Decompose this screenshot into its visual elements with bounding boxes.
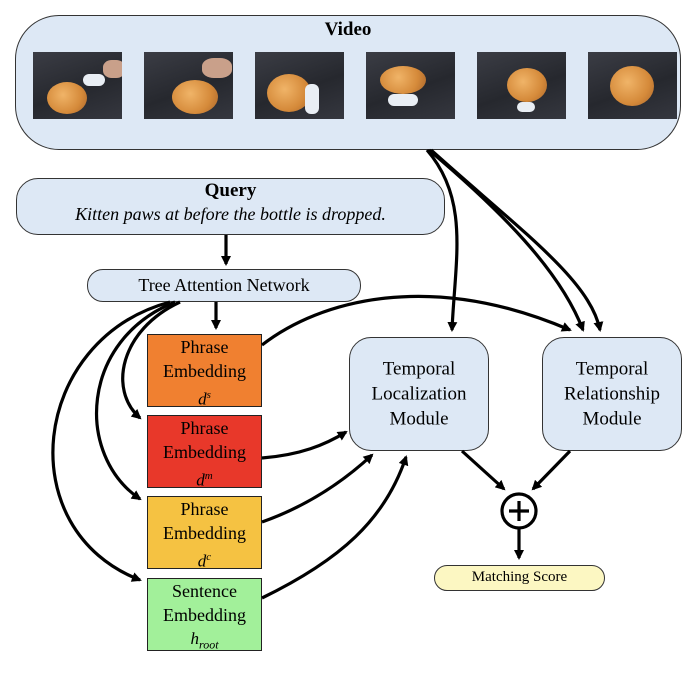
arrow-localization-to-combine bbox=[460, 449, 506, 491]
arrow-video-to-relationship-b bbox=[429, 148, 604, 332]
module-label: Temporal bbox=[382, 358, 456, 380]
arrow-hroot-to-localization bbox=[261, 455, 409, 600]
arrow-tree-to-hroot bbox=[51, 300, 171, 582]
embedding-variable: ds bbox=[198, 389, 211, 409]
video-frame-5 bbox=[477, 52, 566, 119]
embedding-label: Embedding bbox=[163, 605, 246, 625]
module-label: Relationship bbox=[563, 383, 661, 405]
embedding-label: Phrase bbox=[180, 337, 229, 357]
arrow-dc-to-localization bbox=[261, 453, 374, 524]
embedding-label: Embedding bbox=[163, 523, 246, 543]
module-label: Localization bbox=[371, 383, 467, 405]
embedding-label: Embedding bbox=[163, 361, 246, 381]
embedding-label: Embedding bbox=[163, 442, 246, 462]
video-frame-1 bbox=[33, 52, 122, 119]
query-text: Kitten paws at before the bottle is drop… bbox=[75, 204, 386, 224]
video-title: Video bbox=[324, 19, 372, 40]
video-frame-6 bbox=[588, 52, 677, 119]
video-frame-4 bbox=[366, 52, 455, 119]
module-label: Module bbox=[389, 408, 449, 430]
arrow-tree-to-relationship bbox=[261, 294, 572, 347]
video-panel: Video bbox=[15, 15, 681, 150]
matching-score: Matching Score bbox=[434, 565, 605, 591]
phrase-embedding-s: Phrase Embedding ds bbox=[147, 334, 262, 409]
embedding-label: Phrase bbox=[180, 418, 229, 438]
embedding-variable: dc bbox=[197, 551, 212, 571]
module-label: Module bbox=[582, 408, 642, 430]
arrow-tree-to-dc bbox=[94, 300, 176, 501]
temporal-relationship-module: Temporal Relationship Module bbox=[542, 337, 682, 451]
combine-node bbox=[500, 492, 538, 530]
embedding-label: Phrase bbox=[180, 499, 229, 519]
video-frame-3 bbox=[255, 52, 344, 119]
module-label: Temporal bbox=[575, 358, 649, 380]
arrow-dm-to-localization bbox=[261, 430, 348, 460]
arrow-video-to-localization bbox=[425, 148, 459, 332]
phrase-embedding-m: Phrase Embedding dm bbox=[147, 415, 262, 490]
video-frame-2 bbox=[144, 52, 233, 119]
arrow-tree-to-dm bbox=[121, 300, 181, 420]
arrow-relationship-to-combine bbox=[531, 449, 572, 491]
embedding-variable: hroot bbox=[190, 629, 219, 652]
phrase-embedding-c: Phrase Embedding dc bbox=[147, 496, 262, 571]
query-title: Query bbox=[204, 180, 257, 201]
query-box: Query Kitten paws at before the bottle i… bbox=[16, 178, 445, 235]
embedding-label: Sentence bbox=[172, 581, 237, 601]
sentence-embedding: Sentence Embedding hroot bbox=[147, 578, 262, 651]
tree-attention-network: Tree Attention Network bbox=[87, 269, 361, 302]
temporal-localization-module: Temporal Localization Module bbox=[349, 337, 489, 451]
embedding-variable: dm bbox=[196, 470, 213, 490]
